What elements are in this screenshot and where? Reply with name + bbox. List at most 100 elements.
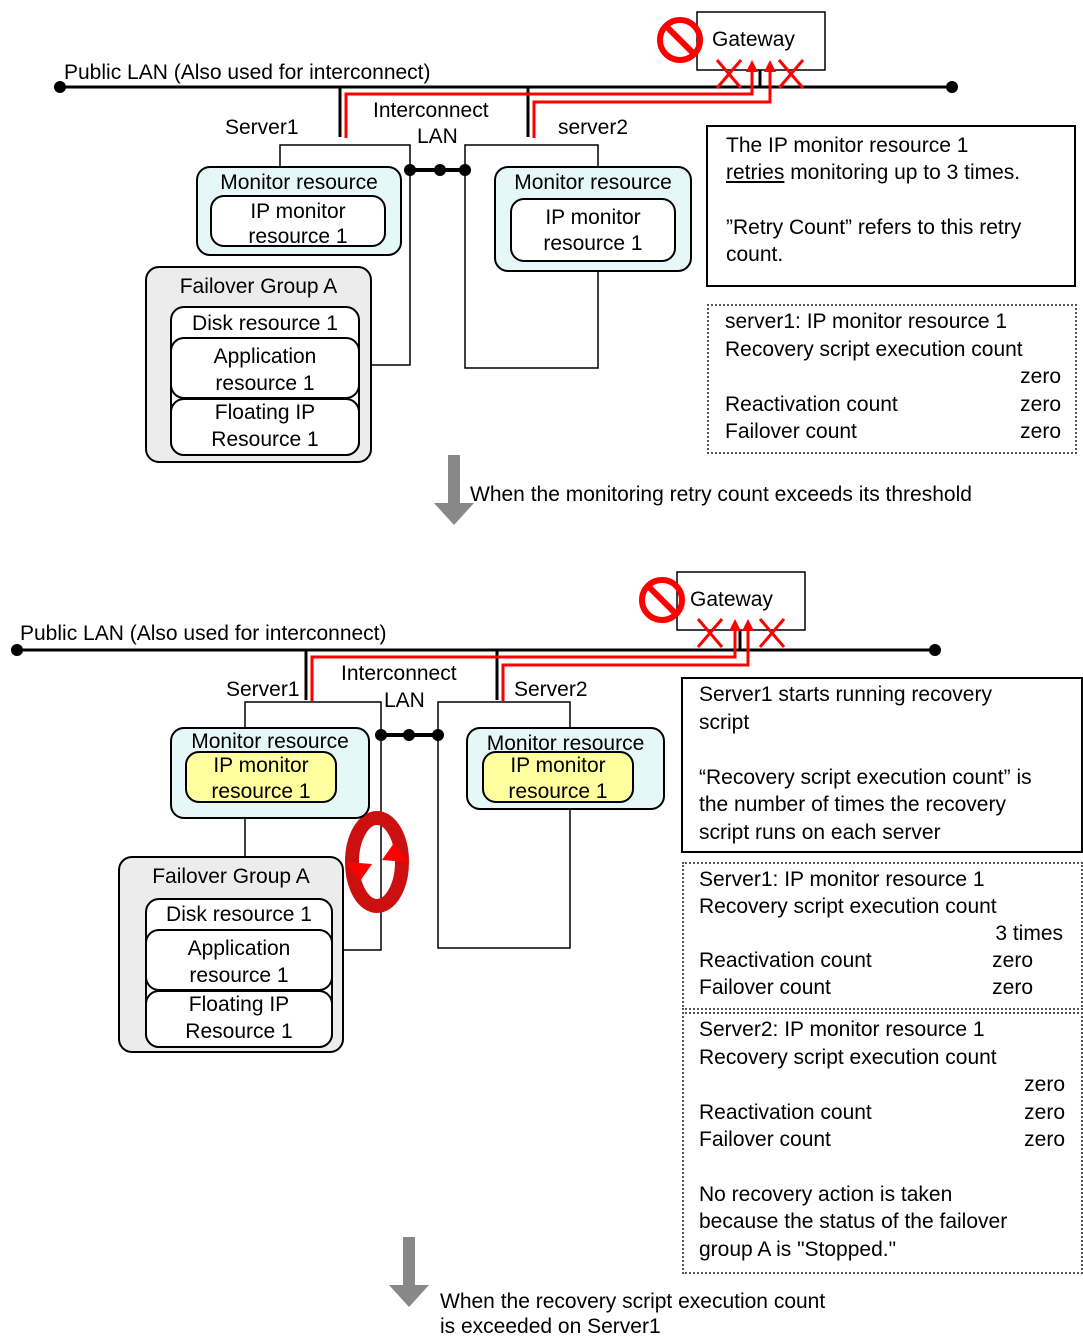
status-table-server1: Server1: IP monitor resource 1 Recovery … bbox=[682, 862, 1083, 1010]
monitor-resource-title: Monitor resource bbox=[220, 171, 378, 194]
status-failover-label: Failover count bbox=[699, 976, 831, 999]
note-text: retries monitoring up to 3 times. bbox=[726, 160, 1020, 186]
status-reactivation-value: zero bbox=[1020, 392, 1061, 416]
ip-monitor-resource-box: IP monitor resource 1 bbox=[210, 195, 386, 247]
interconnect-label: Interconnect bbox=[341, 662, 457, 685]
x-mark-icon bbox=[758, 618, 786, 648]
application-resource-box: Application resource 1 bbox=[170, 337, 360, 399]
ip-monitor-label: IP monitor bbox=[213, 754, 309, 777]
note-text: script runs on each server bbox=[699, 821, 941, 844]
status-reactivation-label: Reactivation count bbox=[699, 1100, 872, 1124]
lan-label: LAN bbox=[417, 125, 458, 148]
monitor-resource-box-1: Monitor resource IP monitor resource 1 bbox=[196, 166, 402, 256]
monitor-path-server2 bbox=[501, 625, 750, 701]
application-resource-box: Application resource 1 bbox=[145, 929, 333, 991]
transition-1-label: When the monitoring retry count exceeds … bbox=[470, 483, 972, 506]
transition-2-label: When the recovery script execution count bbox=[440, 1290, 826, 1313]
note-text: Server1 starts running recovery bbox=[699, 683, 992, 706]
floating-ip-label: Floating IP bbox=[188, 993, 290, 1016]
status-note: No recovery action is taken bbox=[699, 1182, 953, 1206]
status-failover-value: zero bbox=[1024, 1128, 1065, 1151]
down-arrow-icon bbox=[389, 1237, 429, 1307]
ip-monitor-label: IP monitor bbox=[510, 754, 606, 777]
status-note: because the status of the failover bbox=[699, 1210, 1008, 1233]
server2-label: server2 bbox=[558, 116, 629, 139]
monitor-resource-box-2: Monitor resource IP monitor resource 1 bbox=[494, 166, 692, 272]
ip-monitor-label: IP monitor bbox=[250, 200, 346, 223]
x-mark-icon bbox=[777, 59, 805, 89]
status-reactivation-label: Reactivation count bbox=[725, 392, 898, 416]
application-resource-label: resource 1 bbox=[189, 964, 289, 987]
status-table-server1: server1: IP monitor resource 1 Recovery … bbox=[707, 304, 1077, 454]
status-failover-value: zero bbox=[1020, 420, 1061, 443]
monitor-resource-box-1: Monitor resource IP monitor resource 1 bbox=[170, 727, 370, 819]
monitor-resource-title: Monitor resource bbox=[191, 730, 349, 753]
recovery-note-box: Server1 starts running recovery script “… bbox=[681, 677, 1083, 853]
floating-ip-resource-box: Floating IP Resource 1 bbox=[145, 990, 333, 1048]
status-title: server1: IP monitor resource 1 bbox=[725, 310, 1008, 333]
status-failover-label: Failover count bbox=[699, 1128, 831, 1151]
server2-outline bbox=[437, 701, 571, 949]
x-mark-icon bbox=[696, 618, 724, 648]
application-resource-label: resource 1 bbox=[215, 372, 315, 395]
note-text: count. bbox=[726, 243, 784, 266]
gateway-label: Gateway bbox=[690, 588, 773, 611]
monitor-path-server1 bbox=[310, 625, 737, 701]
floating-ip-resource-box: Floating IP Resource 1 bbox=[170, 398, 360, 456]
status-recovery-label: Recovery script execution count bbox=[725, 337, 1023, 361]
note-text: the number of times the recovery bbox=[699, 793, 1006, 816]
status-note: group A is "Stopped." bbox=[699, 1237, 897, 1261]
public-lan-label: Public LAN (Also used for interconnect) bbox=[64, 61, 431, 84]
note-text-rest: monitoring up to 3 times. bbox=[784, 161, 1021, 184]
ip-monitor-resource-box: IP monitor resource 1 bbox=[185, 751, 337, 803]
gateway-label: Gateway bbox=[712, 28, 795, 51]
server1-label: Server1 bbox=[226, 678, 300, 701]
lan-endpoint bbox=[946, 81, 958, 93]
note-text: ”Retry Count” refers to this retry bbox=[726, 216, 1022, 239]
x-mark-icon bbox=[715, 59, 743, 89]
status-failover-value: zero bbox=[992, 976, 1033, 999]
interconnect-label: Interconnect bbox=[373, 99, 489, 122]
no-entry-icon bbox=[639, 577, 685, 623]
status-failover-label: Failover count bbox=[725, 420, 857, 443]
no-entry-icon bbox=[657, 17, 703, 63]
status-recovery-value: 3 times bbox=[995, 922, 1063, 945]
disk-resource-label: Disk resource 1 bbox=[166, 903, 312, 926]
ip-monitor-resource-box: IP monitor resource 1 bbox=[482, 751, 634, 803]
application-resource-label: Application bbox=[187, 937, 291, 960]
ip-monitor-label: IP monitor bbox=[545, 206, 641, 229]
note-text: The IP monitor resource 1 bbox=[726, 134, 969, 157]
ip-monitor-label: resource 1 bbox=[211, 780, 311, 803]
floating-ip-label: Resource 1 bbox=[185, 1020, 293, 1043]
transition-2-label: is exceeded on Server1 bbox=[440, 1315, 661, 1338]
status-table-server2: Server2: IP monitor resource 1 Recovery … bbox=[682, 1012, 1083, 1274]
status-reactivation-value: zero bbox=[1024, 1100, 1065, 1124]
cycle-arrow-icon bbox=[345, 811, 409, 913]
status-title: Server2: IP monitor resource 1 bbox=[699, 1018, 985, 1041]
status-recovery-value: zero bbox=[1024, 1073, 1065, 1096]
floating-ip-label: Resource 1 bbox=[211, 428, 319, 451]
server1-label: Server1 bbox=[225, 116, 299, 139]
retries-underlined: retries bbox=[726, 161, 785, 184]
server2-label: Server2 bbox=[514, 678, 588, 701]
status-recovery-value: zero bbox=[1020, 365, 1061, 388]
ip-monitor-label: resource 1 bbox=[508, 780, 608, 803]
monitor-path-server2 bbox=[532, 66, 772, 138]
ip-monitor-label: resource 1 bbox=[248, 225, 348, 247]
ip-monitor-resource-box: IP monitor resource 1 bbox=[510, 198, 676, 262]
floating-ip-label: Floating IP bbox=[214, 401, 316, 424]
application-resource-label: Application bbox=[213, 345, 317, 368]
status-reactivation-label: Reactivation count bbox=[699, 949, 872, 972]
monitor-resource-title: Monitor resource bbox=[486, 732, 645, 755]
status-reactivation-value: zero bbox=[992, 949, 1033, 972]
server1-outline bbox=[244, 701, 382, 951]
lan-endpoint bbox=[54, 81, 66, 93]
status-title: Server1: IP monitor resource 1 bbox=[699, 868, 985, 891]
failover-group-title: Failover Group A bbox=[152, 865, 310, 888]
status-recovery-label: Recovery script execution count bbox=[699, 1045, 997, 1069]
status-recovery-label: Recovery script execution count bbox=[699, 895, 997, 918]
lan-label: LAN bbox=[384, 689, 425, 712]
note-text: script bbox=[699, 711, 750, 734]
note-text: “Recovery script execution count” is bbox=[699, 766, 1032, 789]
